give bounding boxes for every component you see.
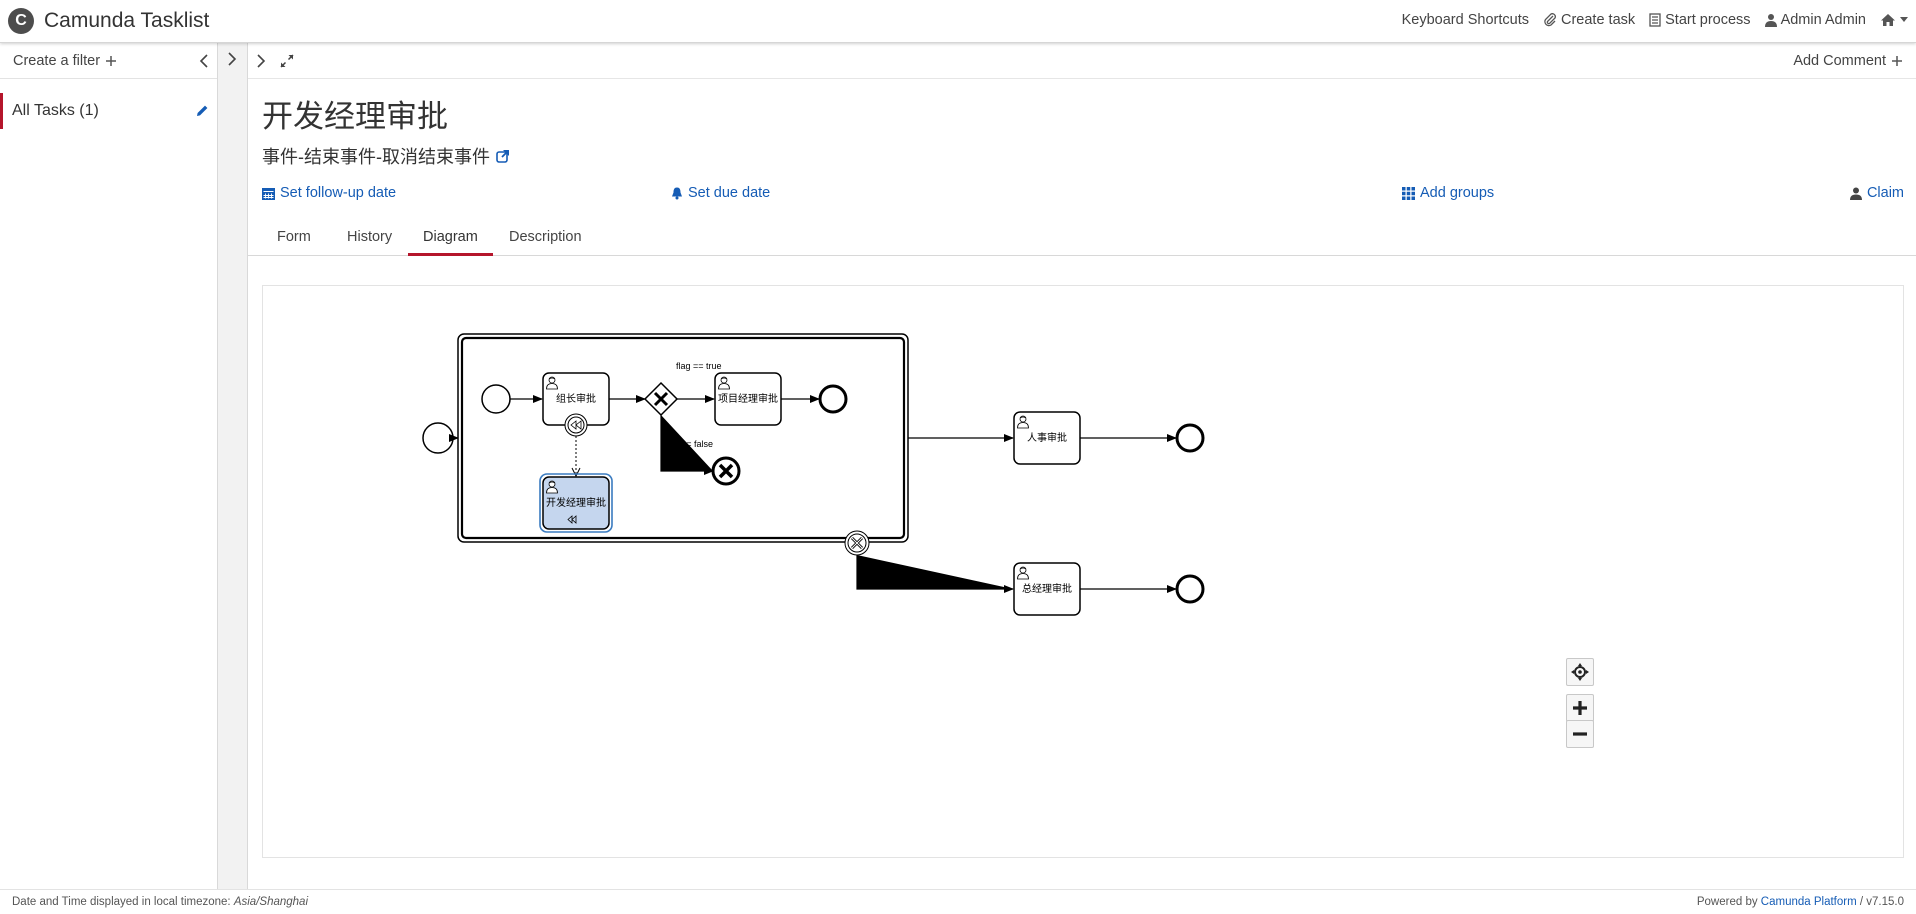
start-process-link[interactable]: Start process <box>1649 12 1751 28</box>
filters-sidebar: Create a filter All Tasks (1) <box>0 43 218 889</box>
condition-false-label: flag == false <box>664 439 713 449</box>
add-groups-label: Add groups <box>1420 185 1495 201</box>
bpmn-diagram-canvas[interactable]: 组长审批 开发经理审批 flag == true 项目经理审批 <box>262 285 1904 858</box>
task-title: 开发经理审批 <box>262 99 448 134</box>
task-hr-label: 人事审批 <box>1027 431 1067 444</box>
top-nav: Keyboard Shortcuts Create task Start pro… <box>1402 12 1908 28</box>
chevron-right-icon[interactable] <box>256 53 266 68</box>
tab-history[interactable]: History <box>347 229 393 245</box>
bpmn-diagram-svg: 组长审批 开发经理审批 flag == true 项目经理审批 <box>422 333 1205 616</box>
cancel-x-outline-inner <box>851 537 863 549</box>
create-filter-button[interactable]: Create a filter <box>13 52 117 69</box>
task-dev-manager[interactable] <box>542 476 610 530</box>
minus-icon <box>1573 732 1587 736</box>
caret-down-icon <box>1900 17 1908 22</box>
filter-item-all-tasks[interactable]: All Tasks (1) <box>0 93 217 129</box>
rewind-icon <box>570 420 582 430</box>
external-link-icon[interactable] <box>496 149 510 163</box>
reset-zoom-button[interactable] <box>1566 658 1594 686</box>
create-task-link[interactable]: Create task <box>1543 12 1635 28</box>
flow-cancel-to-general-manager <box>856 555 1014 593</box>
claim-button[interactable]: Claim <box>1849 185 1904 201</box>
due-date-label: Set due date <box>688 185 771 201</box>
plus-icon <box>1573 701 1587 715</box>
filter-label: All Tasks (1) <box>12 102 99 119</box>
task-actions: Set follow-up date Set due date Add grou… <box>262 185 1904 207</box>
tab-description[interactable]: Description <box>509 229 582 245</box>
follow-up-label: Set follow-up date <box>280 185 397 201</box>
sidebar-header: Create a filter <box>0 43 217 79</box>
timezone-prefix: Date and Time displayed in local timezon… <box>12 896 231 908</box>
list-document-icon <box>1649 13 1661 27</box>
paperclip-icon <box>1544 13 1556 27</box>
home-menu[interactable] <box>1880 13 1908 27</box>
grid-icon <box>1402 186 1415 200</box>
brand[interactable]: C Camunda Tasklist <box>8 8 209 34</box>
create-task-label: Create task <box>1560 12 1636 28</box>
user-icon <box>1764 14 1777 27</box>
footer: Date and Time displayed in local timezon… <box>0 889 1916 914</box>
zoom-in-button[interactable] <box>1566 694 1594 722</box>
cancel-boundary-event-inner <box>847 533 867 553</box>
set-due-date-button[interactable]: Set due date <box>671 185 770 201</box>
task-project-manager-label: 项目经理审批 <box>718 392 778 405</box>
home-icon <box>1881 14 1895 26</box>
create-filter-label: Create a filter <box>13 52 101 69</box>
user-icon <box>1849 187 1862 200</box>
task-detail: Add Comment 开发经理审批 事件-结束事件-取消结束事件 Set fo… <box>248 43 1916 889</box>
task-toolbar: Add Comment <box>248 43 1916 79</box>
tab-diagram[interactable]: Diagram <box>408 218 493 256</box>
add-comment-button[interactable]: Add Comment <box>1793 53 1902 69</box>
set-follow-up-date-button[interactable]: Set follow-up date <box>262 185 396 201</box>
list-collapsed-column <box>218 43 248 889</box>
inner-start-event[interactable] <box>481 384 511 414</box>
outer-start-event[interactable] <box>422 422 454 454</box>
task-dev-manager-highlight <box>539 473 613 533</box>
process-name: 事件-结束事件-取消结束事件 <box>262 143 510 169</box>
user-name: Admin Admin <box>1780 12 1866 28</box>
crosshair-move-icon <box>1571 663 1589 681</box>
camunda-logo-icon: C <box>8 8 34 34</box>
start-process-label: Start process <box>1665 12 1751 28</box>
flow-gateway-to-cancel-end <box>660 415 714 475</box>
task-tabs: Form History Diagram Description <box>248 218 1916 256</box>
plus-icon <box>1892 55 1902 66</box>
keyboard-shortcuts-label: Keyboard Shortcuts <box>1401 12 1529 28</box>
condition-true-label: flag == true <box>676 361 722 371</box>
top-navbar: C Camunda Tasklist Keyboard Shortcuts Cr… <box>0 0 1916 43</box>
add-groups-button[interactable]: Add groups <box>1402 185 1494 201</box>
claim-label: Claim <box>1866 185 1904 201</box>
task-general-manager-label: 总经理审批 <box>1022 582 1072 595</box>
app-title: Camunda Tasklist <box>44 9 210 32</box>
gateway-x-marker <box>653 391 669 407</box>
collapse-sidebar-chevron-left-icon[interactable] <box>199 53 209 68</box>
pencil-edit-icon[interactable] <box>195 104 209 118</box>
process-name-label: 事件-结束事件-取消结束事件 <box>262 147 490 167</box>
compensation-marker-icon <box>567 515 577 524</box>
version-label: / v7.15.0 <box>1859 896 1904 908</box>
calendar-icon <box>262 187 275 200</box>
cancel-x-icon <box>718 463 734 479</box>
add-comment-label: Add Comment <box>1793 52 1886 69</box>
inner-end-event[interactable] <box>818 384 848 414</box>
zoom-out-button[interactable] <box>1566 720 1594 748</box>
powered-by: Powered by Camunda Platform / v7.15.0 <box>1697 896 1904 908</box>
plus-icon <box>106 55 117 66</box>
task-dev-manager-label: 开发经理审批 <box>546 496 606 509</box>
timezone-value: Asia/Shanghai <box>233 896 308 908</box>
powered-prefix: Powered by <box>1696 896 1758 908</box>
user-menu[interactable]: Admin Admin <box>1764 12 1866 28</box>
task-group-leader-label: 组长审批 <box>556 392 596 405</box>
camunda-platform-link[interactable]: Camunda Platform <box>1760 896 1857 908</box>
bell-icon <box>672 187 682 199</box>
hr-end-event[interactable] <box>1175 423 1205 453</box>
tab-form[interactable]: Form <box>277 229 311 245</box>
fullscreen-expand-icon[interactable] <box>280 53 294 68</box>
keyboard-shortcuts-link[interactable]: Keyboard Shortcuts <box>1402 12 1529 28</box>
timezone-note: Date and Time displayed in local timezon… <box>12 896 308 908</box>
compensation-boundary-event-inner <box>567 416 585 434</box>
general-manager-end-event[interactable] <box>1175 574 1205 604</box>
subprocess-inner-border <box>460 336 906 540</box>
expand-list-chevron-right-icon[interactable] <box>227 52 237 66</box>
